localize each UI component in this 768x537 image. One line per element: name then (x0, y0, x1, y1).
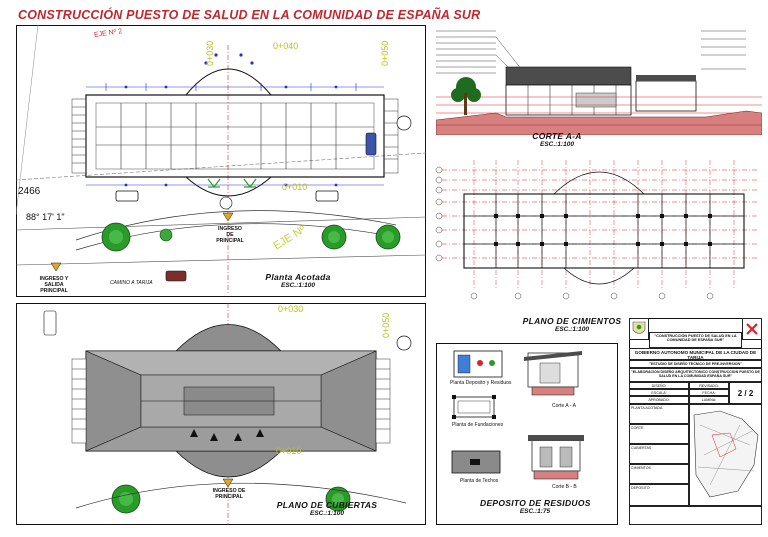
tb-entidad: GOBIERNO AUTONOMO MUNICIPAL DE LA CIUDAD… (629, 348, 762, 360)
tree-icon (375, 224, 401, 250)
palm-icon (207, 178, 221, 188)
corte-drawing (436, 30, 762, 135)
tree-icon (111, 484, 141, 514)
cimientos-drawing (435, 160, 759, 300)
tb-row-1: CORTE (629, 424, 689, 444)
sheet-title: CONSTRUCCIÓN PUESTO DE SALUD EN LA COMUN… (18, 8, 481, 22)
tree-icon (451, 77, 481, 115)
deposito-title: DEPOSITO DE RESIDUOS (480, 498, 591, 508)
tb-field-lamina: LAMINA: (689, 396, 729, 404)
dimension-2466: 2466 (18, 186, 41, 197)
tree-icon (321, 224, 347, 250)
north-arrow-icon (396, 115, 412, 131)
planta-fundaciones-label: Planta de Fundaciones (452, 422, 504, 428)
municipal-logo (629, 318, 649, 340)
frame-planta-acotada (16, 25, 426, 297)
marker-0010-top: 0+010 (282, 182, 308, 192)
cimientos-caption: PLANO DE CIMIENTOS ESC.:1:100 (522, 316, 622, 333)
planta-deposito-label: Planta Deposito y Residuos (450, 380, 512, 386)
corte-b-label: Corte B - B (552, 484, 577, 490)
planta-techos-label: Planta de Techos (460, 478, 499, 484)
tb-field-diseno: DISEÑO: (629, 382, 689, 389)
tree-icon (325, 486, 351, 512)
marker-0030: 0+030 (278, 304, 304, 314)
planta-cubiertas-title: PLANO DE CUBIERTAS (276, 500, 378, 510)
corte-caption: CORTE A-A ESC.:1:100 (512, 131, 602, 148)
ingreso-salida-label: INGRESO Y SALIDA PRINCIPAL (39, 276, 69, 294)
ingreso-principal-label-2: INGRESO DE PRINCIPAL (212, 488, 246, 500)
palm-icon (243, 178, 257, 188)
tb-lamina: 2 / 2 (729, 382, 762, 404)
tb-row-2: CUBIERTAS (629, 444, 689, 464)
tb-field-fecha: FECHA: (689, 389, 729, 396)
corte-title: CORTE A-A (532, 131, 582, 141)
planta-acotada-title: Planta Acotada (265, 272, 331, 282)
tb-field-revisado: REVISADO: (689, 382, 729, 389)
marker-0050-bottom: 0+050 (381, 312, 391, 338)
cimientos-title: PLANO DE CIMIENTOS (522, 316, 622, 326)
deposito-caption: DEPOSITO DE RESIDUOS ESC.:1:75 (480, 498, 590, 515)
tb-location-map (689, 404, 762, 506)
tb-field-aprobado: APROBADO: (629, 396, 689, 404)
deposito-scale: ESC.:1:75 (519, 508, 551, 515)
cimientos-scale: ESC.:1:100 (555, 326, 589, 333)
frame-planta-cubiertas (16, 303, 426, 525)
tb-footer (629, 506, 762, 525)
tb-row-4: DEPOSITO (629, 484, 689, 506)
planta-cubiertas-drawing (43, 303, 412, 525)
tree-icon (101, 222, 131, 252)
entrance-arrow-icon (222, 212, 234, 222)
title-block: "CONSTRUCCIÓN PUESTO DE SALUD EN LA COMU… (629, 318, 762, 525)
entrance-arrow-icon (222, 478, 234, 488)
marker-0640: 0+040 (273, 41, 299, 51)
entrance-arrow-icon (50, 262, 62, 272)
marker-0010-bottom: 0+010 (276, 446, 302, 456)
planta-acotada-caption: Planta Acotada ESC.:1:100 (248, 272, 348, 289)
angle-label: 88° 17' 1" (26, 212, 65, 222)
ingreso-principal-label: INGRESO DE PRINCIPAL (216, 226, 244, 244)
tree-icon (159, 228, 173, 242)
tb-estudio: "ESTUDIO DE DISEÑO TECNICO DE PRE-INVERS… (629, 360, 762, 368)
marker-0630-top: 0+030 (205, 40, 215, 66)
deposito-drawing (451, 350, 584, 480)
camino-label: CAMINO A TARIJA (110, 280, 153, 286)
corte-scale: ESC.:1:100 (540, 141, 574, 148)
tb-row-0: PLANTA ACOTADA (629, 404, 689, 424)
planta-cubiertas-scale: ESC.:1:100 (310, 510, 344, 517)
planta-acotada-scale: ESC.:1:100 (281, 282, 315, 289)
marker-0650-top: 0+050 (380, 40, 390, 66)
north-arrow-icon (396, 335, 412, 351)
institution-logo (742, 318, 762, 340)
tb-row-3: CIMIENTOS (629, 464, 689, 484)
tb-proyecto: "CONSTRUCCIÓN PUESTO DE SALUD EN LA COMU… (649, 332, 742, 348)
corte-a-label: Corte A - A (552, 403, 576, 409)
frame-deposito (436, 343, 618, 525)
planta-acotada-drawing (16, 25, 426, 293)
tb-detalle: "ELABORACION DISEÑO ARQUITECTONICO CONST… (629, 368, 762, 382)
north-arrow-icon (219, 196, 233, 210)
planta-cubiertas-caption: PLANO DE CUBIERTAS ESC.:1:100 (272, 500, 382, 517)
tb-field-escala: ESCALA: (629, 389, 689, 396)
